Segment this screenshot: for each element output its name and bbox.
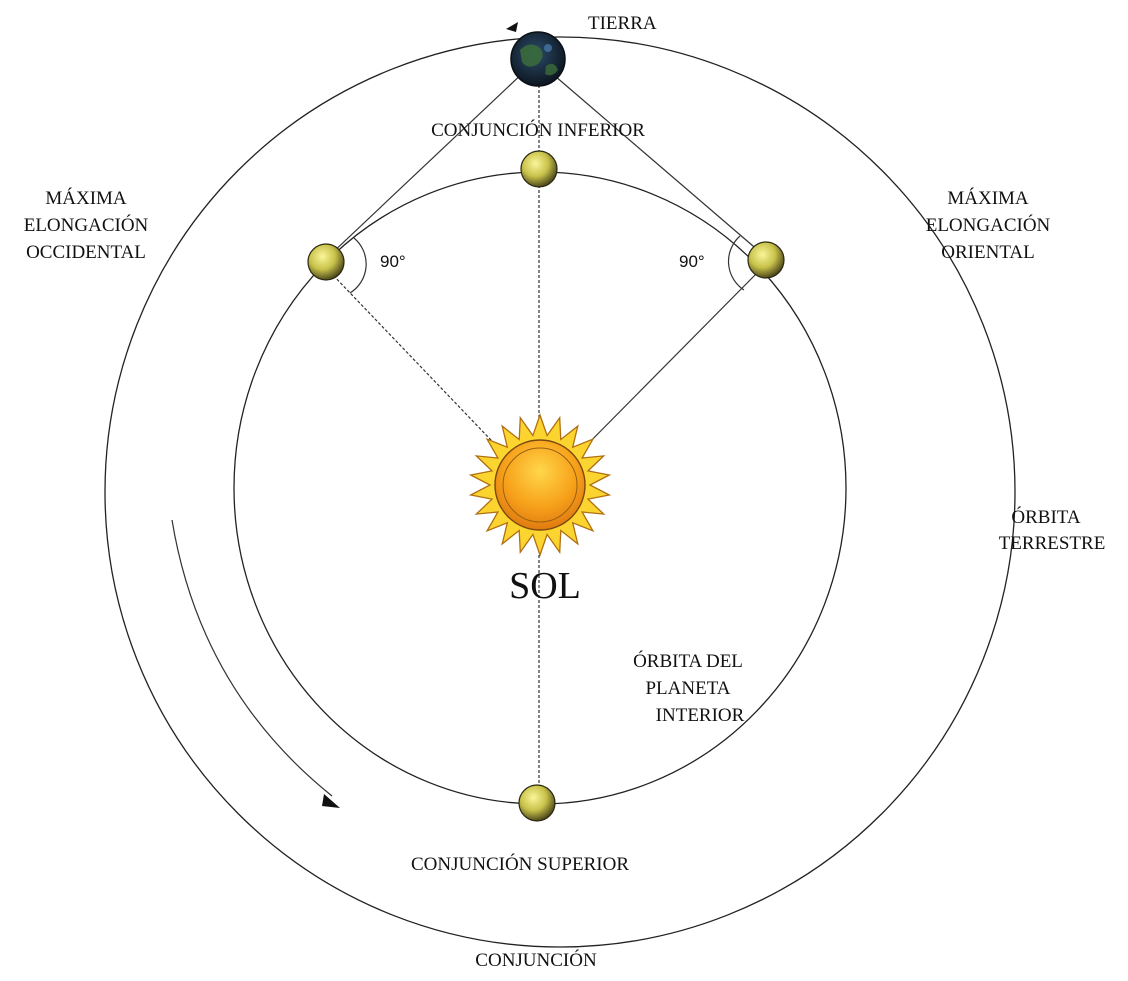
planet-inferior-conjunction	[520, 150, 558, 188]
sightline-earth-west	[329, 69, 527, 256]
label-maxima-occ-3: OCCIDENTAL	[26, 242, 146, 263]
sightline-earth-east	[547, 69, 761, 253]
label-maxima-occ-2: ELONGACIÓN	[24, 214, 149, 236]
earth-orbit	[104, 36, 1016, 948]
label-orbita-planeta-1: ÓRBITA DEL	[633, 650, 743, 672]
planet-eastern-elongation	[747, 241, 785, 279]
radius-sun-east	[569, 271, 759, 463]
label-conjuncion-superior: CONJUNCIÓN SUPERIOR	[411, 853, 629, 875]
earth-globe-icon	[510, 31, 566, 87]
label-maxima-ori-1: MÁXIMA	[947, 187, 1029, 209]
label-orbita-planeta-2: PLANETA	[645, 678, 730, 699]
arrowhead-icon	[322, 794, 340, 808]
label-conjuncion: CONJUNCIÓN	[475, 949, 597, 971]
label-orbita-terrestre-1: ÓRBITA	[1011, 506, 1080, 528]
radius-sun-west	[329, 271, 513, 463]
label-tierra: TIERRA	[588, 13, 657, 34]
label-maxima-ori-3: ORIENTAL	[941, 242, 1034, 263]
label-angle-west: 90°	[380, 252, 406, 271]
earth-arrowhead-icon	[506, 22, 518, 32]
planet-western-elongation	[307, 243, 345, 281]
label-orbita-terrestre-2: TERRESTRE	[999, 533, 1106, 554]
right-angle-arc-east	[727, 235, 745, 291]
direction-arc	[171, 519, 333, 797]
label-orbita-planeta-3: INTERIOR	[656, 705, 745, 726]
label-angle-east: 90°	[679, 252, 705, 271]
right-angle-arc-west	[349, 237, 367, 294]
planet-superior-conjunction	[518, 784, 556, 822]
label-sol: SOL	[509, 565, 581, 607]
sun-icon	[468, 413, 612, 557]
label-maxima-ori-2: ELONGACIÓN	[926, 214, 1051, 236]
label-maxima-occ-1: MÁXIMA	[45, 187, 127, 209]
label-conjuncion-inferior: CONJUNCIÓN INFERIOR	[431, 119, 645, 141]
